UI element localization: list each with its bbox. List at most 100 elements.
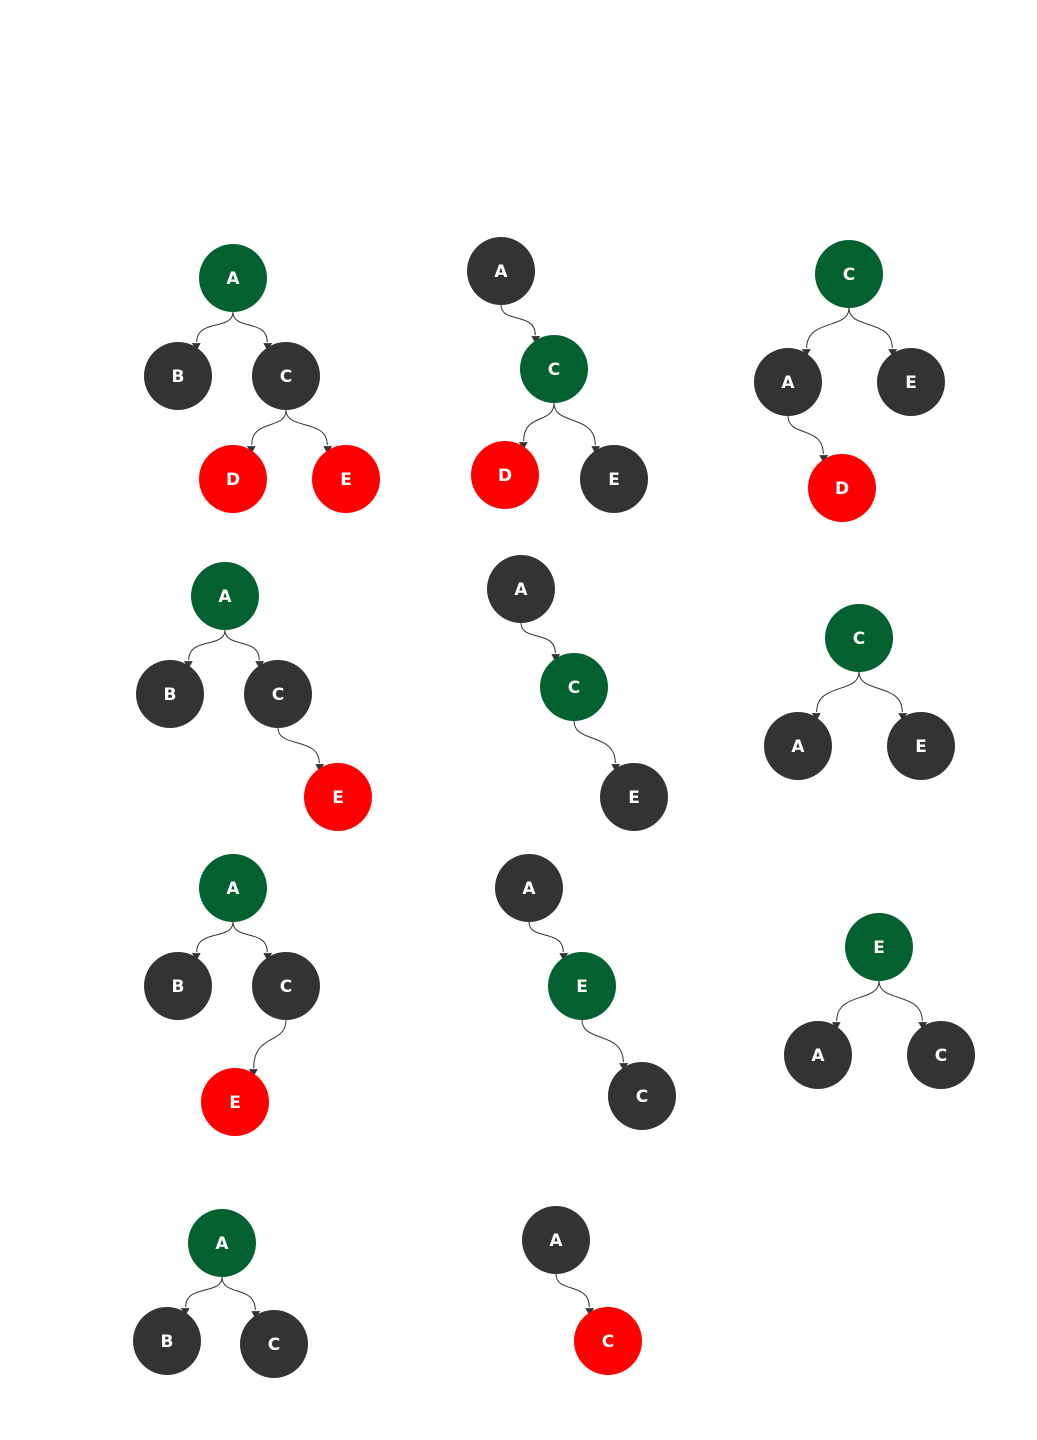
node-circle	[240, 1310, 308, 1378]
node-label: E	[915, 737, 927, 757]
node-a: A	[754, 348, 822, 416]
node-circle	[191, 562, 259, 630]
arrowhead-icon	[888, 349, 898, 357]
node-label: C	[853, 629, 865, 649]
node-c: C	[240, 1310, 308, 1378]
node-circle	[754, 348, 822, 416]
arrowhead-icon	[551, 654, 561, 662]
node-circle	[252, 952, 320, 1020]
edge-a-to-c	[224, 629, 260, 661]
node-label: E	[873, 938, 885, 958]
node-label: A	[218, 587, 232, 607]
arrowhead-icon	[591, 446, 601, 454]
node-circle	[471, 441, 539, 509]
node-b: B	[136, 660, 204, 728]
edge-a-to-c	[232, 921, 268, 953]
node-label: E	[576, 977, 588, 997]
node-label: C	[935, 1046, 947, 1066]
node-label: C	[548, 360, 560, 380]
node-circle	[808, 454, 876, 522]
edge-a-to-c	[232, 311, 268, 343]
tree-8: A E C	[495, 854, 676, 1130]
node-circle	[252, 342, 320, 410]
tree-6: C A E	[764, 604, 955, 780]
node-label: A	[494, 262, 508, 282]
node-a: A	[199, 244, 267, 312]
node-label: A	[781, 373, 795, 393]
tree-11: AC	[522, 1206, 642, 1375]
edge-c-to-e	[858, 671, 903, 713]
arrowhead-icon	[263, 953, 273, 961]
edge-a-to-b	[196, 311, 234, 343]
node-b: B	[133, 1307, 201, 1375]
edge-c-to-e	[553, 402, 596, 446]
node-circle	[522, 1206, 590, 1274]
node-circle	[199, 445, 267, 513]
arrowhead-icon	[559, 953, 569, 961]
edge-c-to-e	[285, 409, 328, 446]
arrowhead-icon	[191, 953, 201, 961]
node-label: E	[905, 373, 917, 393]
node-circle	[815, 240, 883, 308]
node-circle	[199, 244, 267, 312]
node-circle	[495, 854, 563, 922]
node-circle	[877, 348, 945, 416]
edge-c-to-d	[523, 402, 555, 442]
edge-a-to-c	[520, 622, 556, 654]
node-c: C	[825, 604, 893, 672]
arrowhead-icon	[246, 446, 256, 454]
node-d: D	[471, 441, 539, 509]
edge-e-to-c	[581, 1019, 624, 1063]
node-label: A	[791, 737, 805, 757]
node-label: C	[843, 265, 855, 285]
node-circle	[201, 1068, 269, 1136]
node-label: C	[636, 1087, 648, 1107]
arrowhead-icon	[183, 661, 193, 669]
edge-a-to-c	[500, 304, 536, 336]
node-circle	[907, 1021, 975, 1089]
node-e: E	[887, 712, 955, 780]
node-label: A	[215, 1234, 229, 1254]
node-circle	[304, 763, 372, 831]
node-c: C	[244, 660, 312, 728]
edge-a-to-b	[188, 629, 226, 661]
node-a: A	[495, 854, 563, 922]
node-circle	[520, 335, 588, 403]
node-label: D	[835, 479, 849, 499]
node-circle	[540, 653, 608, 721]
node-c: C	[252, 342, 320, 410]
node-circle	[608, 1062, 676, 1130]
arrowhead-icon	[315, 764, 325, 772]
node-e: E	[201, 1068, 269, 1136]
arrowhead-icon	[323, 446, 333, 454]
node-circle	[764, 712, 832, 780]
node-label: B	[161, 1332, 174, 1352]
node-label: B	[172, 367, 185, 387]
node-label: C	[602, 1332, 614, 1352]
edge-a-to-c	[221, 1276, 256, 1311]
node-circle	[136, 660, 204, 728]
node-c: C	[608, 1062, 676, 1130]
arrowhead-icon	[531, 336, 541, 344]
node-a: A	[522, 1206, 590, 1274]
node-label: C	[280, 367, 292, 387]
node-e: E	[845, 913, 913, 981]
tree-9: E A C	[784, 913, 975, 1089]
node-label: C	[280, 977, 292, 997]
node-e: E	[580, 445, 648, 513]
node-circle	[244, 660, 312, 728]
edge-a-to-e	[528, 921, 564, 953]
edge-c-to-a	[806, 307, 850, 349]
node-circle	[199, 854, 267, 922]
edge-c-to-d	[251, 409, 287, 446]
node-e: E	[312, 445, 380, 513]
node-a: A	[764, 712, 832, 780]
arrowhead-icon	[801, 349, 811, 357]
arrowhead-icon	[585, 1308, 595, 1316]
edge-c-to-e	[573, 720, 616, 764]
node-label: A	[811, 1046, 825, 1066]
node-a: A	[199, 854, 267, 922]
tree-5: ACE	[487, 555, 668, 831]
node-d: D	[808, 454, 876, 522]
